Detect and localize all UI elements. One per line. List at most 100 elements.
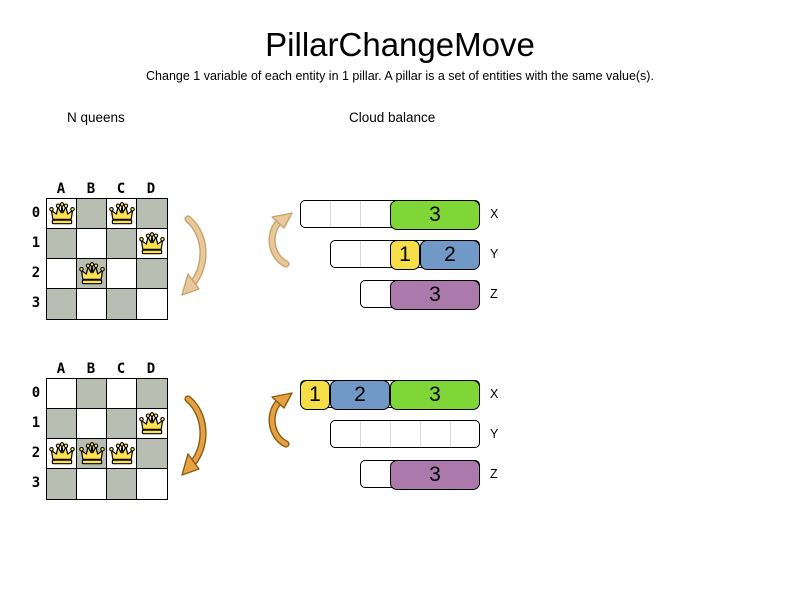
board-cell	[136, 258, 168, 290]
row-label: 2	[31, 445, 41, 461]
row-label: 1	[31, 415, 41, 431]
row-label: 0	[31, 385, 41, 401]
board-cell	[76, 378, 108, 410]
board-cell	[76, 468, 108, 500]
board-cell	[46, 378, 78, 410]
board-cell	[76, 438, 108, 470]
computer-label: Y	[490, 427, 499, 441]
board-cell	[106, 288, 138, 320]
board-cell	[106, 468, 138, 500]
computer-label: Z	[490, 287, 498, 301]
queen-icon	[49, 442, 75, 465]
board-cell	[136, 378, 168, 410]
column-header: C	[116, 361, 126, 377]
process-block: 3	[390, 200, 480, 230]
row-label: 1	[31, 235, 41, 251]
capacity-divider	[420, 421, 421, 447]
board-cell	[76, 228, 108, 260]
capacity-divider	[360, 201, 361, 227]
row-label: 3	[31, 475, 41, 491]
column-header: D	[146, 181, 156, 197]
column-header: D	[146, 361, 156, 377]
board-cell	[46, 468, 78, 500]
page-title: PillarChangeMove	[265, 26, 535, 63]
chess-grid	[46, 378, 168, 500]
capacity-divider	[330, 201, 331, 227]
column-header: B	[86, 181, 96, 197]
page-subtitle: Change 1 variable of each entity in 1 pi…	[146, 69, 654, 83]
board-cell	[136, 228, 168, 260]
computer-label: Z	[490, 467, 498, 481]
queen-icon	[109, 442, 135, 465]
computer-capacity-bar: 3	[300, 200, 480, 230]
board-cell	[106, 228, 138, 260]
board-cell	[76, 408, 108, 440]
board-cell	[46, 408, 78, 440]
move-up-arrow-icon	[268, 212, 293, 268]
capacity-divider	[450, 421, 451, 447]
row-label: 0	[31, 205, 41, 221]
chess-grid	[46, 198, 168, 320]
queen-icon	[109, 202, 135, 225]
capacity-divider	[390, 421, 391, 447]
queen-icon	[79, 262, 105, 285]
board-cell	[136, 288, 168, 320]
row-label: 3	[31, 295, 41, 311]
computer-capacity-bar	[330, 420, 480, 448]
process-block: 2	[420, 240, 480, 270]
queen-icon	[139, 412, 165, 435]
process-block: 3	[390, 380, 480, 410]
column-header: A	[56, 361, 66, 377]
capacity-divider	[360, 421, 361, 447]
computer-label: Y	[490, 247, 499, 261]
queen-icon	[79, 442, 105, 465]
board-cell	[106, 378, 138, 410]
board-cell	[46, 438, 78, 470]
board-cell	[46, 228, 78, 260]
computer-capacity-bar: 3	[360, 460, 480, 490]
queens-board-after: A B C D 0 1 2 3	[28, 362, 228, 504]
process-block: 2	[330, 380, 390, 410]
section-label-cloud-balance: Cloud balance	[349, 110, 436, 125]
column-header: A	[56, 181, 66, 197]
computer-capacity-bar: 3	[360, 280, 480, 310]
board-cell	[106, 258, 138, 290]
row-label: 2	[31, 265, 41, 281]
queen-icon	[139, 232, 165, 255]
board-cell	[46, 258, 78, 290]
process-block: 3	[390, 280, 480, 310]
column-headers: A B C D	[46, 362, 166, 378]
move-down-arrow-icon	[181, 395, 207, 476]
column-header: C	[116, 181, 126, 197]
move-down-arrow-icon	[181, 215, 207, 296]
section-label-n-queens: N queens	[67, 110, 125, 125]
board-cell	[106, 408, 138, 440]
column-headers: A B C D	[46, 182, 166, 198]
board-cell	[136, 438, 168, 470]
queens-board-before: A B C D 0 1 2 3	[28, 182, 228, 324]
board-cell	[136, 198, 168, 230]
computer-row: Y	[300, 420, 520, 448]
board-cell	[106, 438, 138, 470]
queen-icon	[49, 202, 75, 225]
board-cell	[106, 198, 138, 230]
computer-label: X	[490, 207, 499, 221]
board-cell	[46, 198, 78, 230]
column-header: B	[86, 361, 96, 377]
board-cell	[76, 198, 108, 230]
board-cell	[76, 258, 108, 290]
board-cell	[76, 288, 108, 320]
board-cell	[136, 408, 168, 440]
move-up-arrow-icon	[268, 392, 293, 448]
process-block: 1	[300, 380, 330, 410]
board-cell	[136, 468, 168, 500]
